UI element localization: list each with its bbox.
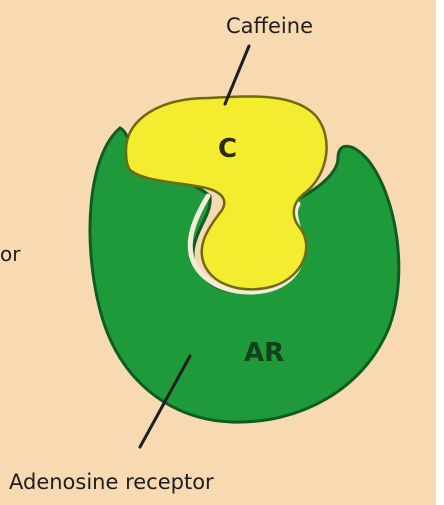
caffeine-pointer-line bbox=[225, 46, 249, 104]
adenosine-receptor-label: Adenosine receptor bbox=[9, 470, 214, 494]
receptor-symbol-label: AR bbox=[244, 338, 284, 368]
caffeine-label: Caffeine bbox=[226, 14, 313, 38]
cut-off-text: or bbox=[0, 242, 20, 266]
caffeine-symbol-label: C bbox=[218, 134, 237, 164]
